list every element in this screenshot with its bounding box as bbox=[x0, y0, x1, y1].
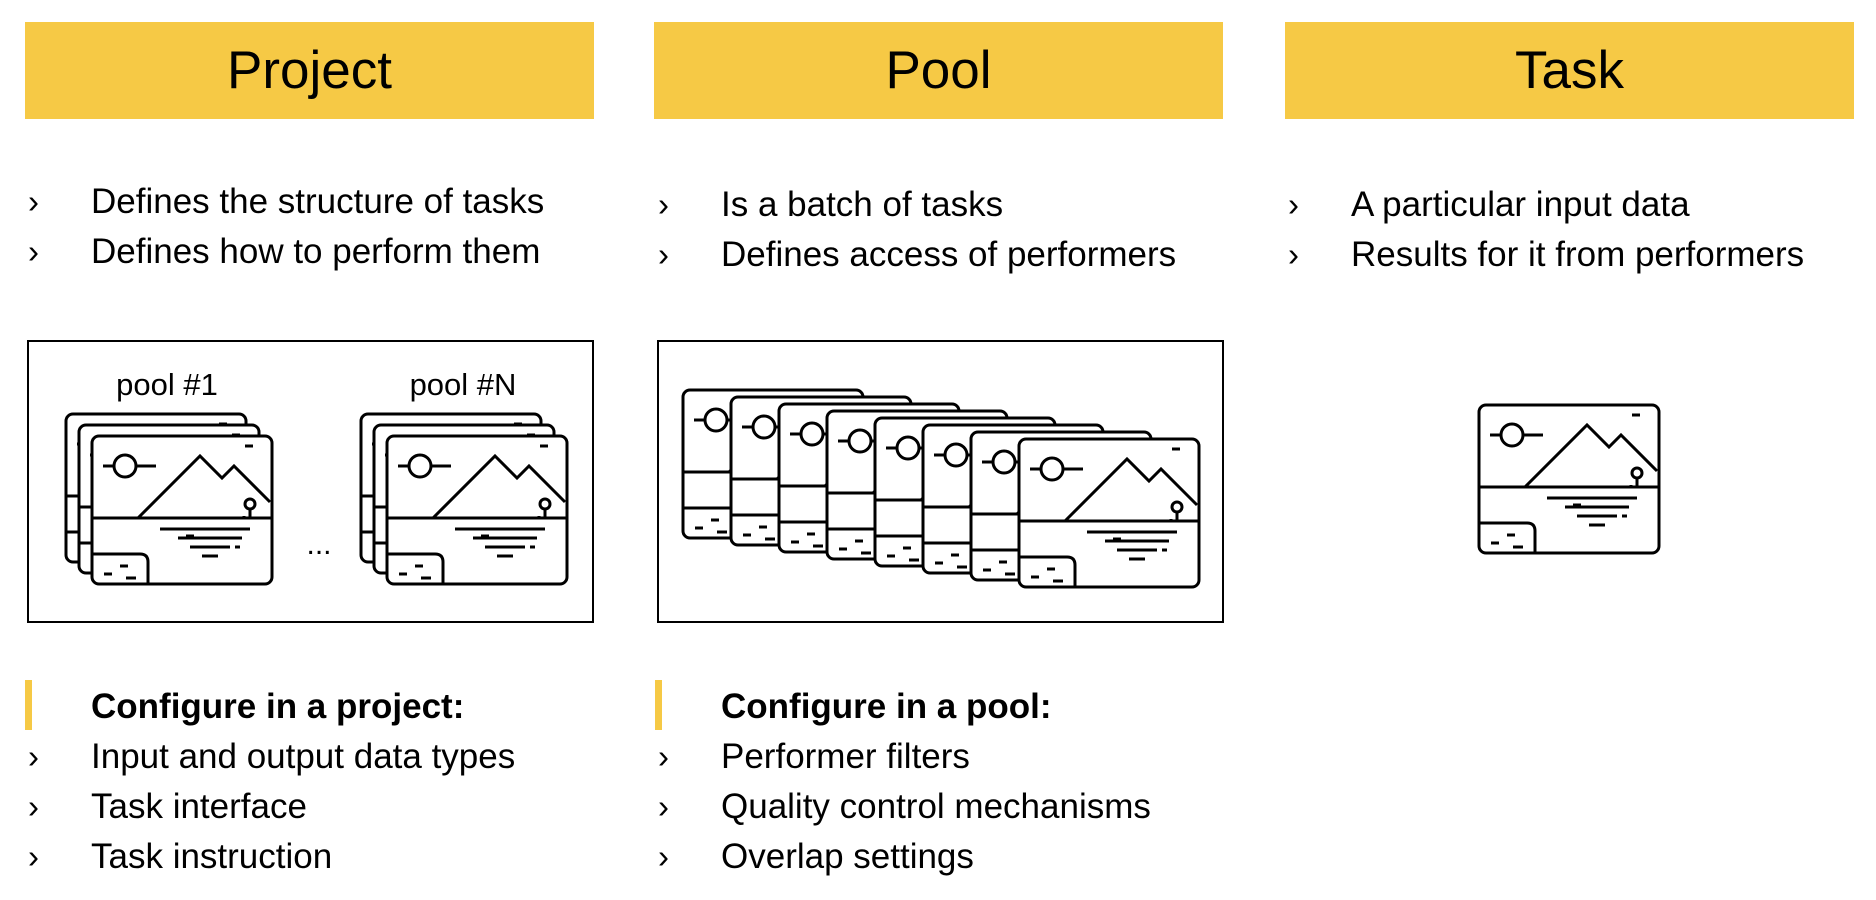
config-title: Configure in a pool: bbox=[721, 687, 1052, 726]
list-item: ›Overlap settings bbox=[658, 832, 1151, 882]
list-item: ›Task instruction bbox=[28, 832, 515, 882]
chevron-right-icon: › bbox=[28, 788, 39, 825]
chevron-right-icon: › bbox=[658, 186, 669, 223]
list-item: ›Defines access of performers bbox=[658, 230, 1176, 280]
header-pool-label: Pool bbox=[885, 41, 992, 100]
pool-description-list: ›Is a batch of tasks ›Defines access of … bbox=[658, 180, 1176, 280]
header-task-label: Task bbox=[1515, 41, 1624, 100]
ellipsis: ... bbox=[306, 528, 331, 561]
chevron-right-icon: › bbox=[658, 738, 669, 775]
chevron-right-icon: › bbox=[28, 838, 39, 875]
chevron-right-icon: › bbox=[28, 738, 39, 775]
chevron-right-icon: › bbox=[28, 183, 39, 220]
project-pools-illustration: pool #1 pool #N ... bbox=[64, 367, 569, 586]
list-item: ›Defines how to perform them bbox=[28, 227, 544, 277]
list-item: ›Defines the structure of tasks bbox=[28, 177, 544, 227]
header-project: Project bbox=[25, 22, 594, 119]
task-illustration bbox=[1477, 403, 1661, 555]
list-item: ›Quality control mechanisms bbox=[658, 782, 1151, 832]
list-item: ›Task interface bbox=[28, 782, 515, 832]
config-title: Configure in a project: bbox=[91, 687, 465, 726]
chevron-right-icon: › bbox=[1288, 186, 1299, 223]
list-item: ›Input and output data types bbox=[28, 732, 515, 782]
config-accent-bar bbox=[25, 680, 32, 730]
picture-card-icon bbox=[1477, 403, 1661, 555]
pool-first-label: pool #1 bbox=[116, 367, 218, 402]
chevron-right-icon: › bbox=[28, 233, 39, 270]
chevron-right-icon: › bbox=[658, 236, 669, 273]
project-config-list: Configure in a project: ›Input and outpu… bbox=[28, 682, 515, 882]
project-description-list: ›Defines the structure of tasks ›Defines… bbox=[28, 177, 544, 277]
header-task: Task bbox=[1285, 22, 1854, 119]
pool-config-list: Configure in a pool: ›Performer filters … bbox=[658, 682, 1151, 882]
header-pool: Pool bbox=[654, 22, 1223, 119]
list-item: ›A particular input data bbox=[1288, 180, 1804, 230]
project-illustration: pool #1 pool #N ... bbox=[27, 340, 594, 623]
chevron-right-icon: › bbox=[658, 838, 669, 875]
picture-card-icon bbox=[385, 434, 569, 586]
chevron-right-icon: › bbox=[1288, 236, 1299, 273]
picture-card-icon bbox=[1017, 437, 1201, 589]
pool-illustration bbox=[657, 340, 1224, 623]
pool-tasks-illustration bbox=[681, 388, 1201, 589]
chevron-right-icon: › bbox=[658, 788, 669, 825]
list-item: ›Results for it from performers bbox=[1288, 230, 1804, 280]
header-project-label: Project bbox=[227, 41, 392, 100]
config-accent-bar bbox=[655, 680, 662, 730]
picture-card-icon bbox=[90, 434, 274, 586]
list-item: ›Is a batch of tasks bbox=[658, 180, 1176, 230]
task-description-list: ›A particular input data ›Results for it… bbox=[1288, 180, 1804, 280]
list-item: ›Performer filters bbox=[658, 732, 1151, 782]
pool-last-label: pool #N bbox=[410, 367, 517, 402]
